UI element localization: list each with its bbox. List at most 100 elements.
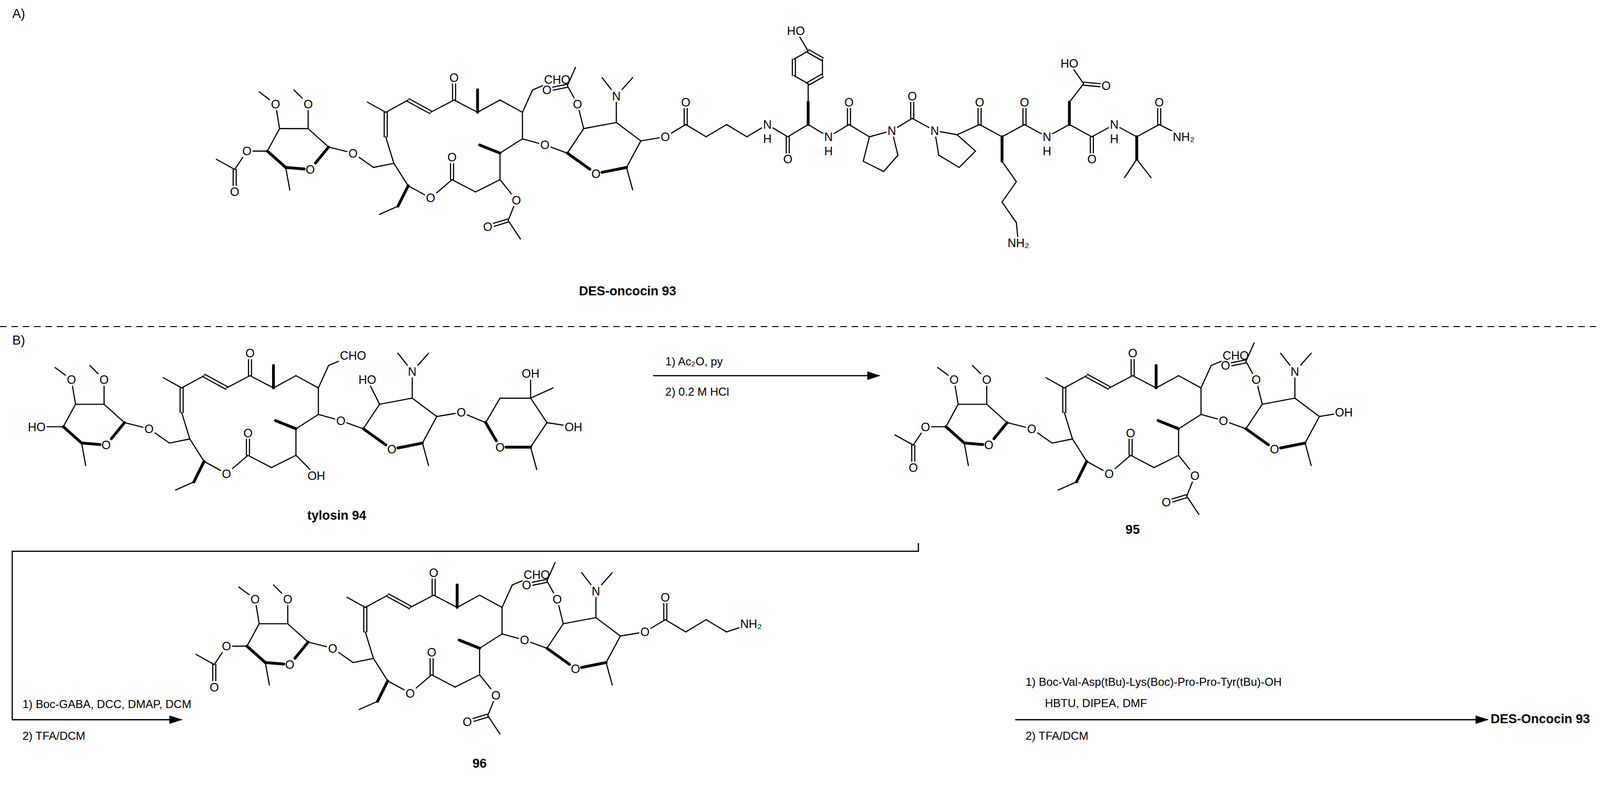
single-bond xyxy=(1262,397,1295,405)
single-bond xyxy=(726,124,748,137)
atom-label: O xyxy=(250,593,260,606)
atom-label: O xyxy=(844,96,854,108)
single-bond xyxy=(422,416,437,443)
panel-divider xyxy=(0,325,1600,327)
bold-bond xyxy=(581,662,607,668)
single-bond xyxy=(863,136,870,162)
double-bond xyxy=(911,444,913,461)
single-bond xyxy=(501,606,503,634)
double-bond xyxy=(1087,374,1110,387)
atom-label: NH₂ xyxy=(1007,237,1030,249)
double-bond xyxy=(1231,362,1247,366)
atom-label: H xyxy=(763,132,772,145)
single-bond xyxy=(276,110,280,129)
double-bond xyxy=(977,108,979,125)
single-bond xyxy=(1016,222,1018,237)
atom-label: O xyxy=(1190,469,1200,482)
atom-label: O xyxy=(348,147,358,159)
bold-bond xyxy=(275,420,296,429)
single-bond xyxy=(986,386,988,405)
atom-label: O xyxy=(907,89,917,102)
single-bond xyxy=(512,580,523,585)
bold-bond xyxy=(601,167,627,173)
atom-label: O xyxy=(405,686,415,699)
single-bond xyxy=(379,397,413,405)
bold-bond xyxy=(81,442,101,445)
atom-label: NH₂ xyxy=(740,617,763,630)
double-bond xyxy=(386,596,410,609)
single-bond xyxy=(558,605,564,624)
single-bond xyxy=(616,122,642,141)
single-bond xyxy=(307,128,329,148)
atom-label: CHO xyxy=(340,349,367,361)
single-bond xyxy=(411,378,413,399)
single-bond xyxy=(530,447,537,470)
bold-bond xyxy=(267,150,286,168)
single-bond xyxy=(799,36,809,52)
double-bond xyxy=(913,102,915,119)
atom-label: N xyxy=(591,584,601,597)
single-bond xyxy=(307,110,309,129)
single-bond xyxy=(189,438,204,461)
single-bond xyxy=(979,124,1003,137)
double-bond xyxy=(388,593,411,607)
single-bond xyxy=(849,124,870,137)
single-bond xyxy=(602,77,612,90)
single-bond xyxy=(793,51,809,60)
compound-region: DES-oncocin 93 xyxy=(193,20,1230,305)
single-bond xyxy=(606,635,621,663)
double-bond xyxy=(408,98,431,112)
atom-label: OH xyxy=(521,367,540,380)
single-bond xyxy=(431,674,456,687)
single-bond xyxy=(246,623,260,646)
single-bond xyxy=(706,124,727,137)
bold-bond xyxy=(479,144,501,153)
single-bond xyxy=(626,140,641,168)
bold-bond xyxy=(964,442,983,445)
bold-bond xyxy=(1158,420,1179,429)
atom-label: O xyxy=(327,641,337,654)
double-bond xyxy=(1133,359,1135,376)
double-bond xyxy=(429,658,431,675)
single-bond xyxy=(706,619,727,632)
atom-label: O xyxy=(1269,443,1279,456)
single-bond xyxy=(522,138,539,143)
bold-bond xyxy=(459,639,480,648)
atom-label: O xyxy=(1087,153,1097,166)
bold-bond xyxy=(1280,442,1306,448)
atom-label: O xyxy=(511,193,521,206)
atom-label: O xyxy=(427,646,437,659)
double-bond xyxy=(1089,136,1091,153)
atom-label: O xyxy=(782,153,792,166)
single-bond xyxy=(265,662,270,685)
single-bond xyxy=(1119,127,1137,137)
single-bond xyxy=(1046,377,1065,388)
single-bond xyxy=(293,89,302,98)
double-bond xyxy=(1130,359,1132,376)
bold-bond xyxy=(567,153,590,170)
single-bond xyxy=(1136,158,1152,178)
single-bond xyxy=(436,413,456,417)
atom-label: O xyxy=(1127,347,1137,360)
single-bond xyxy=(195,654,215,665)
single-bond xyxy=(500,179,512,194)
atom-label: O xyxy=(495,440,505,453)
atom-label: O xyxy=(572,98,582,111)
atom-label: O xyxy=(1104,467,1114,480)
single-bond xyxy=(457,594,480,607)
single-bond xyxy=(452,179,476,193)
single-bond xyxy=(72,386,76,405)
atom-label: O xyxy=(1019,96,1029,108)
single-bond xyxy=(821,59,823,76)
reaction-condition: 1) Ac₂O, py xyxy=(665,354,723,368)
reaction-condition: 1) Boc-GABA, DCC, DMAP, DCM xyxy=(22,697,192,711)
double-bond xyxy=(1157,108,1159,125)
atom-label: O xyxy=(521,578,531,591)
single-bond xyxy=(550,147,568,154)
double-bond xyxy=(431,579,433,596)
atom-label: O xyxy=(519,633,529,646)
atom-label: O xyxy=(285,658,295,671)
atom-label: O xyxy=(243,426,253,439)
single-bond xyxy=(957,124,980,135)
single-bond xyxy=(665,619,686,632)
